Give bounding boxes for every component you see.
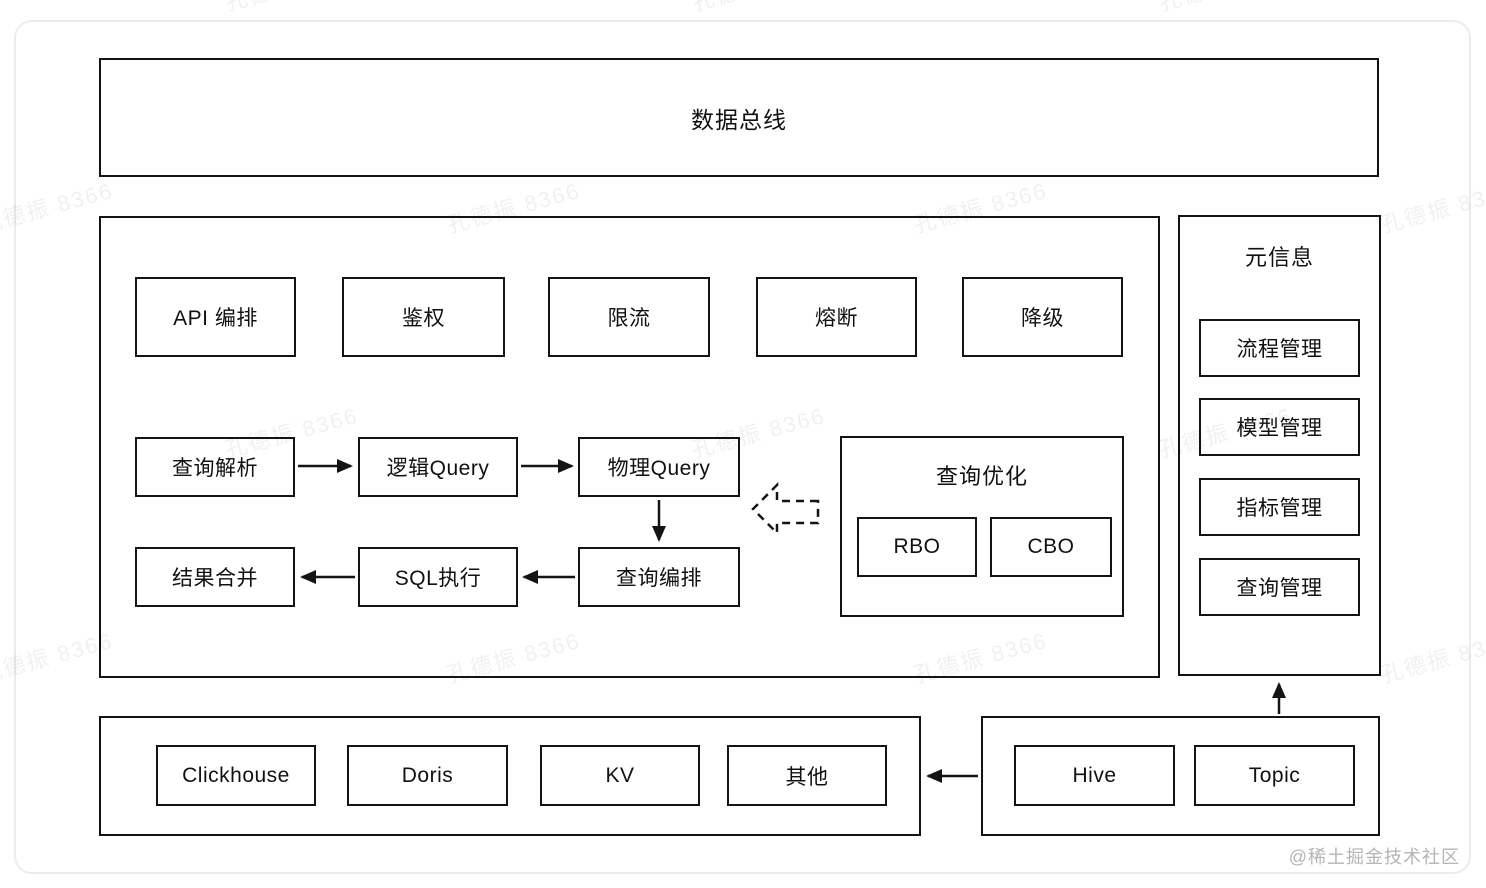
- node-query-management: 查询管理: [1199, 558, 1360, 616]
- node-query-parse: 查询解析: [135, 437, 295, 497]
- node-model-management: 模型管理: [1199, 398, 1360, 456]
- attribution-watermark: @稀土掘金技术社区: [1288, 847, 1460, 867]
- node-hive: Hive: [1014, 745, 1175, 806]
- node-kv: KV: [540, 745, 700, 806]
- node-metric-management: 指标管理: [1199, 478, 1360, 536]
- node-other: 其他: [727, 745, 887, 806]
- watermark-tile: 孔德振 8366: [688, 0, 829, 17]
- query-optimizer-title: 查询优化: [935, 464, 1028, 489]
- watermark-tile: 孔德振 8366: [221, 0, 362, 17]
- node-process-management: 流程管理: [1199, 319, 1360, 377]
- node-circuit-break: 熔断: [756, 277, 917, 357]
- node-physical-query: 物理Query: [578, 437, 740, 497]
- node-clickhouse: Clickhouse: [156, 745, 316, 806]
- node-sql-execute: SQL执行: [358, 547, 518, 607]
- node-logical-query: 逻辑Query: [358, 437, 518, 497]
- node-result-merge: 结果合并: [135, 547, 295, 607]
- meta-info-title: 元信息: [1244, 245, 1314, 270]
- data-bus-box: 数据总线: [99, 58, 1379, 177]
- node-authentication: 鉴权: [342, 277, 505, 357]
- node-topic: Topic: [1194, 745, 1355, 806]
- node-cbo: CBO: [990, 517, 1112, 577]
- page-card-border: [14, 20, 1471, 874]
- node-rate-limit: 限流: [548, 277, 710, 357]
- node-query-orchestration: 查询编排: [578, 547, 740, 607]
- node-api-orchestration: API 编排: [135, 277, 296, 357]
- node-doris: Doris: [347, 745, 508, 806]
- watermark-tile: 孔德振 8366: [1155, 0, 1296, 17]
- node-rbo: RBO: [857, 517, 977, 577]
- node-degrade: 降级: [962, 277, 1123, 357]
